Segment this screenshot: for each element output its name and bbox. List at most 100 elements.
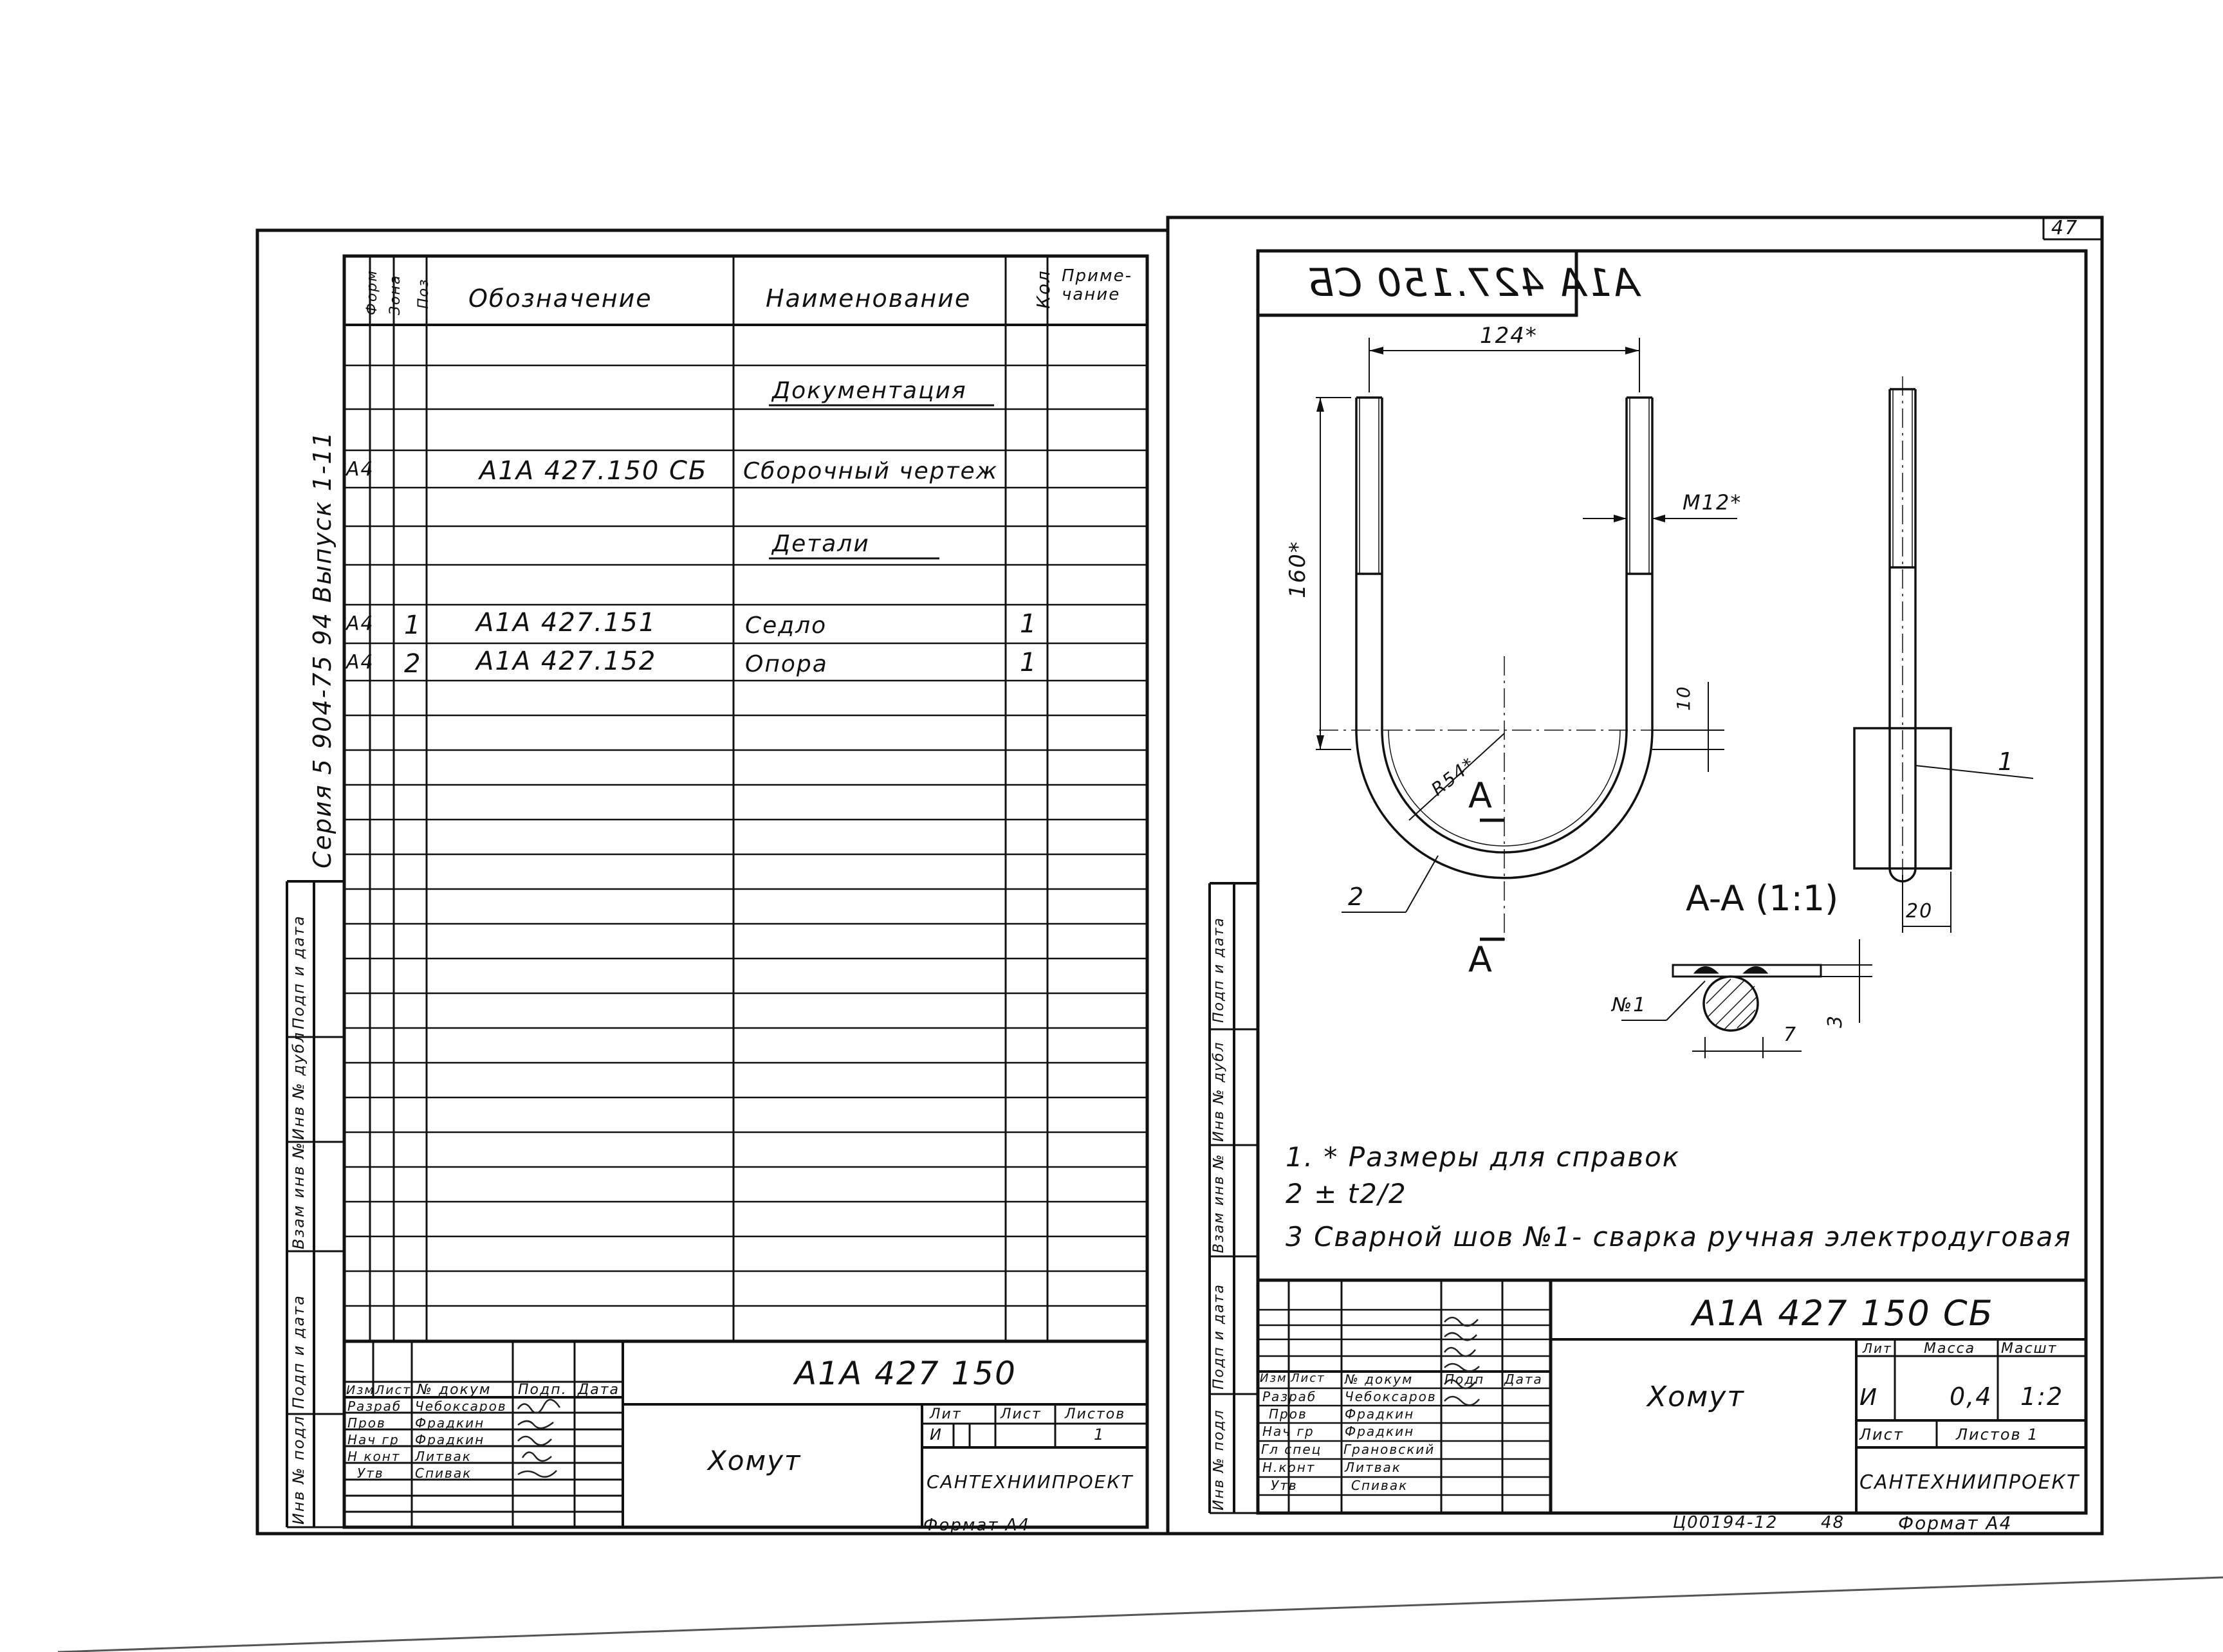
spec-row-1-name: Документация bbox=[772, 378, 967, 404]
u-bolt-drawing bbox=[1355, 396, 1654, 879]
right-format-label: Формат A4 bbox=[1898, 1512, 2013, 1534]
spec-row-5-qty: 1 bbox=[1020, 648, 1038, 677]
right-person-6: Спивак bbox=[1351, 1478, 1408, 1493]
note-2: 2 ± t2/2 bbox=[1286, 1178, 1407, 1209]
page-number: 47 bbox=[2051, 217, 2079, 239]
signature-11 bbox=[1444, 1395, 1480, 1406]
left-person-4: Литвак bbox=[415, 1449, 472, 1464]
right-title-name: Хомут bbox=[1647, 1381, 1745, 1413]
left-role-1: Разраб bbox=[347, 1399, 402, 1414]
spec-row-2-format: A4 bbox=[346, 458, 374, 481]
left-person-3: Фрадкин bbox=[415, 1432, 485, 1447]
dim-width: 124* bbox=[1480, 323, 1538, 349]
signature-10 bbox=[1443, 1379, 1476, 1390]
right-hdr-date: Дата bbox=[1504, 1372, 1543, 1387]
section-mark-top: A bbox=[1468, 775, 1492, 816]
note-3: 3 Сварной шов №1- сварка ручная электрод… bbox=[1286, 1221, 2072, 1253]
header-note: Приме- чание bbox=[1062, 266, 1132, 304]
spec-row-4-format: A4 bbox=[346, 612, 374, 635]
spec-row-5-pos: 2 bbox=[404, 649, 422, 679]
right-role-5: Н.конт bbox=[1262, 1460, 1316, 1475]
left-hdr-izm: Изм bbox=[346, 1383, 375, 1397]
right-stamp-2: Инв № дубл bbox=[1211, 1041, 1227, 1142]
left-lit-value: И bbox=[930, 1426, 943, 1444]
signature-3 bbox=[517, 1435, 552, 1446]
right-mass-value: 0,4 bbox=[1950, 1382, 1993, 1411]
right-role-6: Утв bbox=[1271, 1478, 1298, 1493]
right-person-3: Фрадкин bbox=[1345, 1424, 1415, 1439]
spec-row-5-designation: A1A 427.152 bbox=[476, 647, 657, 676]
spec-row-4-qty: 1 bbox=[1020, 609, 1038, 639]
signature-9 bbox=[1444, 1363, 1480, 1372]
signature-6 bbox=[1444, 1316, 1479, 1327]
right-sheet-border bbox=[1166, 216, 2104, 1536]
left-hdr-date: Дата bbox=[578, 1382, 620, 1398]
right-role-4: Гл спец bbox=[1261, 1442, 1322, 1457]
right-stamp-1: Подп и дата bbox=[1211, 917, 1227, 1023]
right-role-2: Пров bbox=[1269, 1406, 1307, 1422]
left-person-1: Чебоксаров bbox=[415, 1399, 507, 1414]
left-org: САНТЕХНИИПРОЕКТ bbox=[927, 1471, 1134, 1492]
signature-7 bbox=[1444, 1332, 1477, 1341]
right-hdr-izm: Изм bbox=[1260, 1372, 1287, 1385]
right-hdr-doc: № докум bbox=[1345, 1372, 1414, 1387]
right-person-5: Литвак bbox=[1345, 1460, 1401, 1475]
right-lit-value: И bbox=[1859, 1384, 1878, 1411]
side-view bbox=[1853, 388, 1952, 883]
dim-plate-width: 20 bbox=[1906, 900, 1933, 922]
spec-row-2-designation: A1A 427.150 СБ bbox=[479, 456, 708, 486]
spec-row-5-name: Опора bbox=[745, 651, 828, 677]
footer-num: 48 bbox=[1821, 1513, 1845, 1532]
header-designation: Обозначение bbox=[468, 284, 652, 313]
dim-weld-len: 7 bbox=[1784, 1023, 1798, 1046]
right-stamp-5: Инв № подл bbox=[1211, 1409, 1227, 1510]
left-format-label: Формат A4 bbox=[923, 1516, 1031, 1535]
left-sheets-label: Листов bbox=[1065, 1406, 1126, 1422]
signature-1 bbox=[517, 1399, 561, 1414]
section-a-a bbox=[1621, 939, 1872, 1058]
left-role-2: Пров bbox=[347, 1415, 386, 1431]
section-mark-bottom: A bbox=[1468, 939, 1492, 980]
right-role-3: Нач гр bbox=[1262, 1424, 1314, 1439]
spec-row-5-format: A4 bbox=[346, 651, 374, 674]
left-sheet-label: Лист bbox=[1001, 1406, 1042, 1422]
spec-row-4-pos: 1 bbox=[404, 610, 422, 640]
right-sheets-label: Листов 1 bbox=[1956, 1426, 2039, 1444]
signature-5 bbox=[517, 1470, 557, 1478]
right-org: САНТЕХНИИПРОЕКТ bbox=[1859, 1471, 2080, 1494]
left-role-5: Утв bbox=[357, 1465, 384, 1481]
right-scale-value: 1:2 bbox=[2020, 1382, 2064, 1411]
section-title: A-A (1:1) bbox=[1686, 878, 1839, 919]
right-person-2: Фрадкин bbox=[1345, 1406, 1415, 1422]
right-hdr-sign: Подп bbox=[1444, 1372, 1485, 1387]
spec-row-4-designation: A1A 427.151 bbox=[476, 608, 657, 638]
left-title-name: Хомут bbox=[708, 1445, 802, 1476]
left-hdr-list: Лист bbox=[375, 1383, 412, 1397]
right-sheet-label: Лист bbox=[1859, 1426, 1904, 1444]
mirrored-code: A1A 427.150 СБ bbox=[1306, 261, 1639, 306]
spec-row-2-name: Сборочный чертеж bbox=[743, 458, 999, 484]
left-role-3: Нач гр bbox=[347, 1432, 400, 1447]
right-person-4: Грановский bbox=[1343, 1442, 1435, 1457]
weld-label: №1 bbox=[1612, 994, 1647, 1016]
signature-8 bbox=[1443, 1346, 1476, 1357]
left-doc-number: A1A 427 150 bbox=[795, 1355, 1017, 1392]
left-lit-label: Лит bbox=[930, 1406, 962, 1422]
left-person-5: Спивак bbox=[415, 1465, 472, 1481]
left-hdr-doc: № докум bbox=[417, 1382, 492, 1398]
right-stamp-4: Подп и дата bbox=[1211, 1283, 1227, 1390]
right-doc-number: A1A 427 150 СБ bbox=[1692, 1293, 1994, 1334]
footer-code: Ц00194-12 bbox=[1673, 1513, 1778, 1532]
right-person-1: Чебоксаров bbox=[1345, 1389, 1437, 1404]
right-role-1: Разраб bbox=[1262, 1389, 1317, 1404]
right-hdr-list: Лист bbox=[1291, 1372, 1325, 1385]
right-lit-label: Лит bbox=[1863, 1341, 1892, 1356]
right-stamp-3: Взам инв № bbox=[1211, 1153, 1227, 1253]
label-part-2: 2 bbox=[1348, 883, 1365, 911]
dim-offset: 10 bbox=[1673, 685, 1694, 711]
signature-2 bbox=[517, 1420, 554, 1429]
signature-4 bbox=[521, 1451, 552, 1462]
dim-thread: M12* bbox=[1683, 490, 1742, 515]
